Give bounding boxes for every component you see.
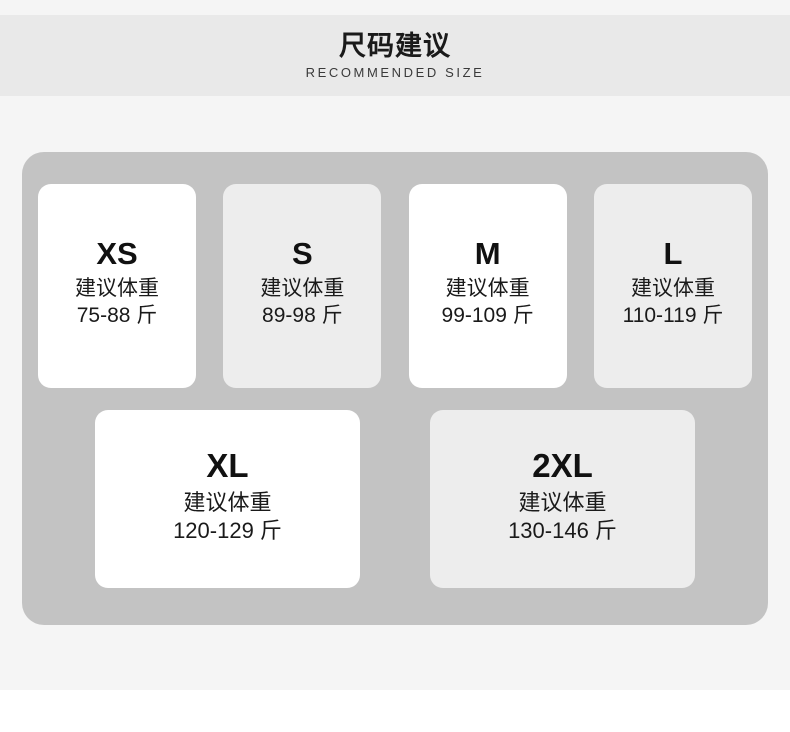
weight-caption-s: 建议体重 — [260, 277, 345, 301]
size-card-xl[interactable]: XL 建议体重 120-129 斤 — [95, 410, 360, 588]
header-banner: 尺码建议 RECOMMENDED SIZE — [0, 15, 790, 96]
weight-caption-m: 建议体重 — [445, 277, 530, 301]
weight-caption-xs: 建议体重 — [75, 277, 159, 301]
size-label-m: M — [474, 236, 501, 272]
size-label-s: S — [291, 236, 313, 272]
size-row-extended: XL 建议体重 120-129 斤 2XL 建议体重 130-146 斤 — [95, 410, 695, 588]
weight-caption-xl: 建议体重 — [183, 489, 272, 515]
size-card-m[interactable]: M 建议体重 99-109 斤 — [408, 184, 567, 388]
size-label-l: L — [663, 236, 683, 272]
weight-range-s: 89-98 斤 — [262, 304, 343, 327]
weight-range-2xl: 130-146 斤 — [508, 518, 617, 543]
weight-caption-2xl: 建议体重 — [518, 489, 607, 515]
size-card-xs[interactable]: XS 建议体重 75-88 斤 — [38, 184, 196, 388]
size-chart-panel: XS 建议体重 75-88 斤 S 建议体重 89-98 斤 M 建议体重 99… — [22, 152, 768, 625]
size-label-xl: XL — [206, 446, 249, 484]
weight-caption-l: 建议体重 — [630, 277, 715, 301]
weight-range-l: 110-119 斤 — [622, 304, 724, 327]
weight-range-m: 99-109 斤 — [441, 304, 534, 327]
page-subtitle: RECOMMENDED SIZE — [305, 64, 485, 80]
size-card-2xl[interactable]: 2XL 建议体重 130-146 斤 — [430, 410, 695, 588]
size-row-primary: XS 建议体重 75-88 斤 S 建议体重 89-98 斤 M 建议体重 99… — [38, 184, 752, 388]
weight-range-xl: 120-129 斤 — [173, 518, 282, 543]
page-title: 尺码建议 — [339, 30, 451, 61]
weight-range-xs: 75-88 斤 — [76, 304, 158, 327]
size-card-s[interactable]: S 建议体重 89-98 斤 — [223, 184, 382, 388]
size-card-l[interactable]: L 建议体重 110-119 斤 — [593, 184, 752, 388]
size-label-xs: XS — [96, 236, 138, 272]
size-label-2xl: 2XL — [532, 446, 593, 484]
